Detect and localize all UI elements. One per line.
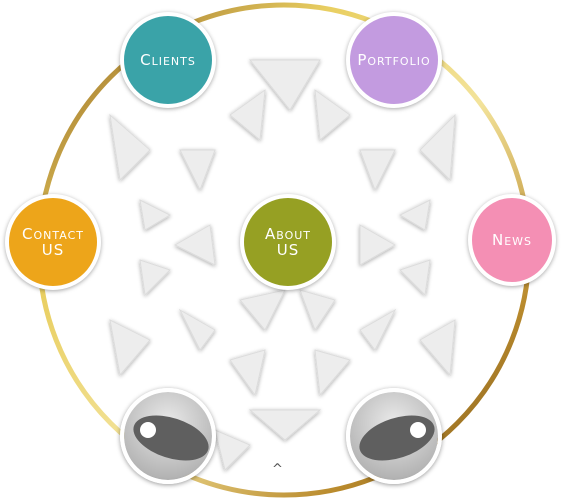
left-eye-shine xyxy=(140,422,156,438)
nav-clients-label: Clients xyxy=(140,51,196,69)
nav-news-label: News xyxy=(491,231,533,249)
right-eye-shine xyxy=(410,422,426,438)
nav-about-us-label: About US xyxy=(264,225,312,259)
caret-up-icon[interactable]: ^ xyxy=(272,462,283,477)
right-eye-icon[interactable] xyxy=(346,388,442,484)
nav-portfolio-button[interactable]: Portfolio xyxy=(346,12,442,108)
nav-news-button[interactable]: News xyxy=(468,194,556,286)
left-eye-icon[interactable] xyxy=(120,388,216,484)
nav-clients-button[interactable]: Clients xyxy=(120,12,216,108)
nav-about-us-button[interactable]: About US xyxy=(240,194,336,290)
nav-contact-us-button[interactable]: Contact US xyxy=(5,194,101,290)
nav-contact-us-label: Contact US xyxy=(22,225,84,259)
nav-portfolio-label: Portfolio xyxy=(357,51,431,69)
